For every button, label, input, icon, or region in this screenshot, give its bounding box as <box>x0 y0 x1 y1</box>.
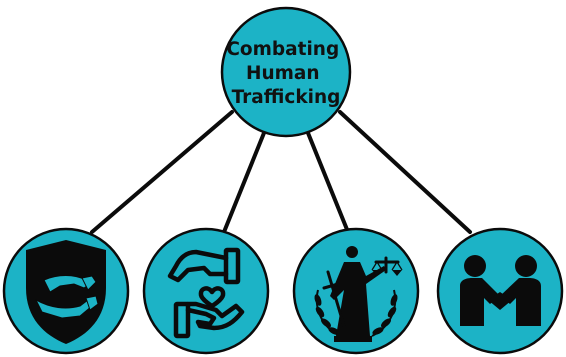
node-partnership <box>436 227 564 355</box>
care-hands-icon <box>167 247 245 339</box>
connector-protection <box>90 110 234 234</box>
hub-title-line-1: Combating <box>226 39 339 60</box>
justice-icon <box>314 246 403 342</box>
protection-shield-icon <box>26 240 106 344</box>
node-partnership-circle <box>436 227 564 355</box>
connector-justice <box>304 126 350 234</box>
connectors <box>90 110 472 234</box>
hub-title-line-3: Trafficking <box>232 87 341 108</box>
node-protection <box>2 227 130 355</box>
hub-node: Combating Human Trafficking <box>220 6 352 138</box>
connector-partnership <box>338 110 472 234</box>
partnership-icon <box>460 255 541 326</box>
connector-care <box>222 126 268 234</box>
node-care-circle <box>142 227 270 355</box>
node-care <box>142 227 270 355</box>
hub-circle <box>220 6 352 138</box>
hub-title: Combating Human Trafficking <box>226 39 345 108</box>
hub-title-line-2: Human <box>246 63 320 84</box>
node-justice <box>292 227 420 355</box>
